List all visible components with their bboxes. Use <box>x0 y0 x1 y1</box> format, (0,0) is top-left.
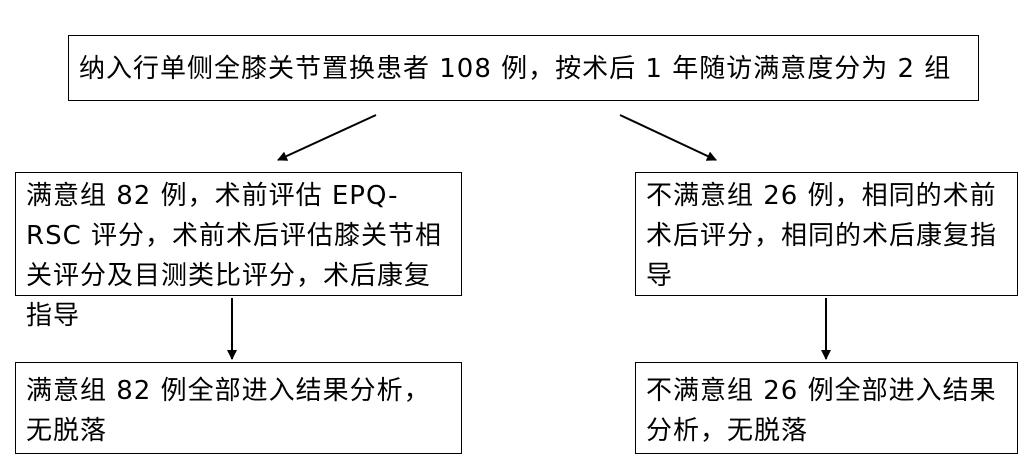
arrow-top-to-left <box>277 114 377 161</box>
satisfied-analysis-box: 满意组 82 例全部进入结果分析，无脱落 <box>15 362 462 454</box>
enrollment-box: 纳入行单侧全膝关节置换患者 108 例，按术后 1 年随访满意度分为 2 组 <box>68 35 979 101</box>
satisfied-group-box: 满意组 82 例，术前评估 EPQ-RSC 评分，术前术后评估膝关节相关评分及目… <box>15 172 462 331</box>
enrollment-text: 纳入行单侧全膝关节置换患者 108 例，按术后 1 年随访满意度分为 2 组 <box>79 54 952 84</box>
satisfied-analysis-text: 满意组 82 例全部进入结果分析，无脱落 <box>26 376 431 446</box>
satisfied-group-text: 满意组 82 例，术前评估 EPQ-RSC 评分，术前术后评估膝关节相关评分及目… <box>26 181 442 331</box>
unsatisfied-analysis-box: 不满意组 26 例全部进入结果分析，无脱落 <box>635 362 1018 454</box>
unsatisfied-group-box: 不满意组 26 例，相同的术前术后评分，相同的术后康复指导 <box>635 172 1018 296</box>
unsatisfied-group-text: 不满意组 26 例，相同的术前术后评分，相同的术后康复指导 <box>646 181 998 291</box>
arrow-top-to-right <box>619 114 717 161</box>
unsatisfied-analysis-text: 不满意组 26 例全部进入结果分析，无脱落 <box>646 376 997 446</box>
